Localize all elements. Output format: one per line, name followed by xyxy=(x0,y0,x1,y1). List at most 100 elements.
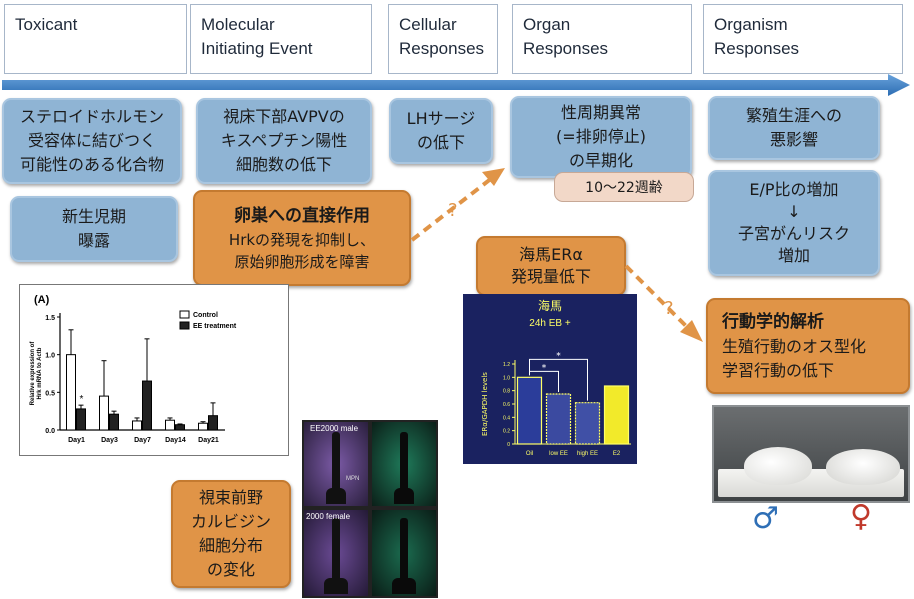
stage-label: Organ Responses xyxy=(523,15,609,58)
box-text: 繁殖生涯への 悪影響 xyxy=(745,106,842,149)
box-text: LHサージ の低下 xyxy=(406,109,476,152)
box-title: 卵巣への直接作用 xyxy=(234,206,370,226)
box-text: Hrkの発現を抑制し、 原始卵胞形成を障害 xyxy=(228,231,376,271)
bar-control xyxy=(132,420,142,431)
y-tick-label: 1.0 xyxy=(503,375,510,381)
stage-organ-responses: Organ Responses xyxy=(512,4,692,74)
y-tick-label: 0.5 xyxy=(45,390,55,397)
ovary-direct-effect-box: 卵巣への直接作用 Hrkの発現を抑制し、 原始卵胞形成を障害 xyxy=(193,190,411,286)
box-text: 新生児期 曝露 xyxy=(61,207,126,250)
bar-ee-treatment xyxy=(76,408,86,431)
box-text: 視床下部AVPVの キスペプチン陽性 細胞数の低下 xyxy=(220,107,348,174)
timeline-arrow xyxy=(2,74,910,96)
stage-organism-responses: Organism Responses xyxy=(703,4,903,74)
y-tick-label: 0.6 xyxy=(503,402,510,408)
stage-label: Molecular Initiating Event xyxy=(201,15,313,58)
x-tick-label: Day14 xyxy=(165,437,186,444)
legend-entry: EE treatment xyxy=(193,323,237,330)
significance-bracket xyxy=(529,370,559,392)
hippocampus-er-box: 海馬ERα 発現量低下 xyxy=(476,236,626,296)
x-tick-label: Day3 xyxy=(101,437,118,444)
significance-bracket xyxy=(529,358,588,401)
box-text: 生殖行動のオス型化 学習行動の低下 xyxy=(722,337,867,380)
box-text: 性周期異常 (=排卵停止) の早期化 xyxy=(556,103,646,170)
bar-control xyxy=(66,354,76,431)
age-weeks-label: 10〜22週齢 xyxy=(554,172,694,202)
chart-title: 海馬 xyxy=(538,298,562,313)
calbindin-micrograph: EE2000 male 2000 female MPN xyxy=(302,420,438,598)
reproductive-life-box: 繁殖生涯への 悪影響 xyxy=(708,96,880,160)
box-title: 行動学的解析 xyxy=(722,312,824,332)
significance-star: * xyxy=(556,351,561,361)
stage-cellular-responses: Cellular Responses xyxy=(388,4,498,74)
y-tick-label: 1.0 xyxy=(45,353,55,360)
question-mark-1: ? xyxy=(448,200,458,221)
arrowhead-icon xyxy=(482,168,505,186)
bar-ee-treatment xyxy=(175,424,185,431)
y-tick-label: 1.5 xyxy=(45,315,55,322)
y-axis-label: Relative expression ofHrk mRNA to Actb xyxy=(30,341,43,406)
kisspeptin-box: 視床下部AVPVの キスペプチン陽性 細胞数の低下 xyxy=(196,98,372,184)
stage-label: Toxicant xyxy=(15,15,78,34)
stage-label: Organism Responses xyxy=(714,15,800,58)
mouse-male-image xyxy=(744,447,812,485)
x-tick-label: E2 xyxy=(613,451,621,457)
box-text: ステロイドホルモン 受容体に結びつく 可能性のある化合物 xyxy=(19,107,164,174)
steroid-receptor-compounds-box: ステロイドホルモン 受容体に結びつく 可能性のある化合物 xyxy=(2,98,182,184)
micrograph-female-label: 2000 female xyxy=(306,512,351,521)
significance-star: * xyxy=(542,363,547,373)
legend-swatch xyxy=(179,310,190,319)
bar-ee-treatment xyxy=(109,413,119,431)
micrograph-female-green xyxy=(372,510,436,596)
box-text: 視束前野 カルビジン 細胞分布 の変化 xyxy=(190,488,271,579)
y-tick-label: 0.2 xyxy=(503,429,510,435)
ep-ratio-box: E/P比の増加 ↓ 子宮がんリスク 増加 xyxy=(708,170,880,276)
y-tick-label: 0.0 xyxy=(45,428,55,435)
calbindin-box: 視束前野 カルビジン 細胞分布 の変化 xyxy=(171,480,291,588)
x-tick-label: low EE xyxy=(549,451,568,457)
bar-low-ee xyxy=(545,393,572,445)
box-text: E/P比の増加 ↓ 子宮がんリスク 増加 xyxy=(737,180,850,265)
micrograph-female-purple xyxy=(304,510,368,596)
micrograph-male-green xyxy=(372,422,436,506)
mouse-female-image xyxy=(826,449,900,485)
panel-label: (A) xyxy=(34,294,50,306)
bar-ee-treatment xyxy=(208,415,218,431)
y-axis-label: ERα/GAPDH levels xyxy=(481,372,489,436)
x-tick-label: Day1 xyxy=(68,437,85,444)
x-tick-label: high EE xyxy=(577,451,598,457)
legend-entry: Control xyxy=(193,312,218,319)
arrowhead-icon xyxy=(680,320,703,342)
bar-control xyxy=(165,419,175,431)
bar-ee-treatment xyxy=(142,380,152,431)
question-mark-2: ? xyxy=(664,298,674,319)
y-tick-label: 0 xyxy=(507,442,510,448)
y-tick-label: 0.8 xyxy=(503,389,510,395)
bar-control xyxy=(198,422,208,431)
male-symbol-icon: ♂ xyxy=(752,501,779,536)
bar-oil xyxy=(516,376,543,445)
box-text: 10〜22週齢 xyxy=(585,180,663,196)
x-tick-label: Day7 xyxy=(134,437,151,444)
mice-cage-photo xyxy=(712,405,910,503)
bar-e2 xyxy=(603,385,630,445)
box-text: 海馬ERα 発現量低下 xyxy=(510,245,591,286)
lh-surge-box: LHサージ の低下 xyxy=(389,98,493,164)
chart-subtitle: 24h EB + xyxy=(529,318,571,329)
micrograph-region-label: MPN xyxy=(346,476,360,482)
stage-label: Cellular Responses xyxy=(399,15,485,58)
x-tick-label: Day21 xyxy=(198,437,219,444)
micrograph-male-label: EE2000 male xyxy=(310,424,359,433)
stage-toxicant: Toxicant xyxy=(4,4,187,74)
x-tick-label: Oil xyxy=(526,451,533,457)
significance-star: * xyxy=(80,394,84,405)
female-symbol-icon: ♀ xyxy=(850,499,872,534)
bar-high-ee xyxy=(574,402,601,445)
neonatal-exposure-box: 新生児期 曝露 xyxy=(10,196,178,262)
stage-molecular-initiating-event: Molecular Initiating Event xyxy=(190,4,372,74)
y-tick-label: 1.2 xyxy=(503,362,510,368)
micrograph-male-purple xyxy=(304,422,368,506)
